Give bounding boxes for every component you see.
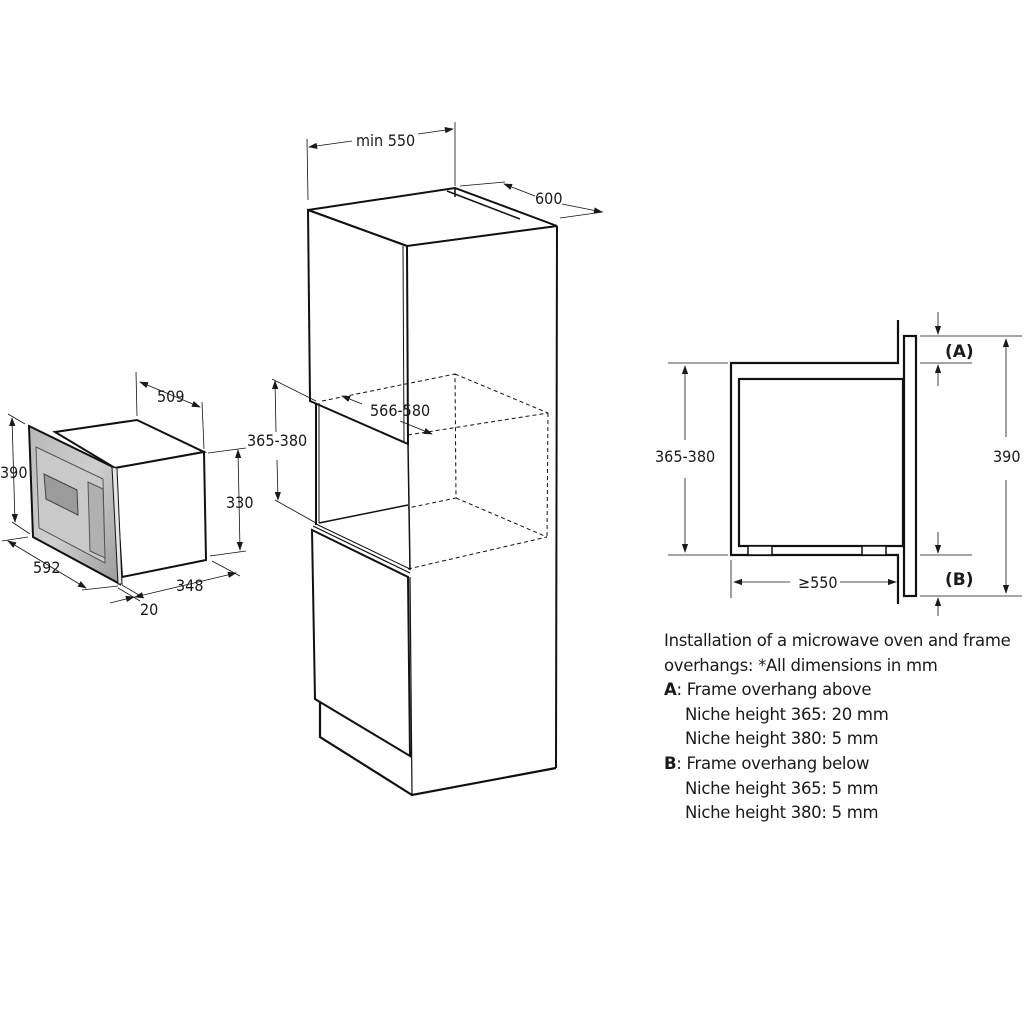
cabinet-niche-height-label: 365-380 (247, 431, 307, 450)
microwave-height-label: 390 (0, 463, 27, 482)
caption-a-item: Niche height 380: 5 mm (685, 729, 879, 749)
side-section-view (668, 312, 1022, 616)
cabinet-lower-door (310, 528, 412, 758)
caption-intro-line2: overhangs: *All dimensions in mm (664, 655, 938, 675)
caption-b-key: B (664, 753, 677, 773)
side-total-height-label: 390 (993, 447, 1020, 466)
microwave-illustration (1, 371, 247, 604)
microwave-section (737, 377, 905, 548)
caption-b-title: : Frame overhang below (676, 753, 870, 773)
marker-b-label: (B) (945, 570, 974, 590)
microwave-depth-label: 509 (157, 387, 184, 406)
microwave-frame-edge (111, 466, 123, 585)
microwave-display (43, 473, 79, 516)
cabinet-width-label: min 550 (356, 131, 415, 150)
installation-caption: Installation of a microwave oven and fra… (664, 629, 1024, 826)
side-niche-height-label: 365-380 (655, 447, 715, 466)
caption-a-heading: A: Frame overhang above (664, 678, 1024, 703)
microwave-width-label: 592 (33, 558, 60, 577)
cabinet-depth-label: 600 (535, 189, 562, 208)
microwave-body-depth-label: 348 (176, 576, 203, 595)
caption-b-item: Niche height 365: 5 mm (685, 778, 879, 798)
microwave-frame-section (902, 334, 918, 598)
niche-outline (729, 320, 900, 604)
microwave-control-panel (87, 481, 106, 559)
caption-a-title: : Frame overhang above (676, 680, 872, 700)
caption-a-key: A (664, 680, 677, 700)
microwave-body-side (113, 450, 208, 579)
caption-b-heading: B: Frame overhang below (664, 752, 1024, 777)
caption-b-item: Niche height 380: 5 mm (685, 803, 879, 823)
side-depth-label: ≥550 (798, 573, 838, 592)
microwave-frame-thickness-label: 20 (140, 600, 158, 619)
marker-a-label: (A) (945, 342, 974, 362)
caption-a-item: Niche height 365: 20 mm (685, 704, 889, 724)
caption-intro-line1: Installation of a microwave oven and fra… (664, 631, 1011, 650)
tall-cabinet-illustration (271, 122, 604, 797)
cabinet-niche-width-label: 566-580 (370, 401, 430, 420)
microwave-body-height-label: 330 (226, 493, 253, 512)
